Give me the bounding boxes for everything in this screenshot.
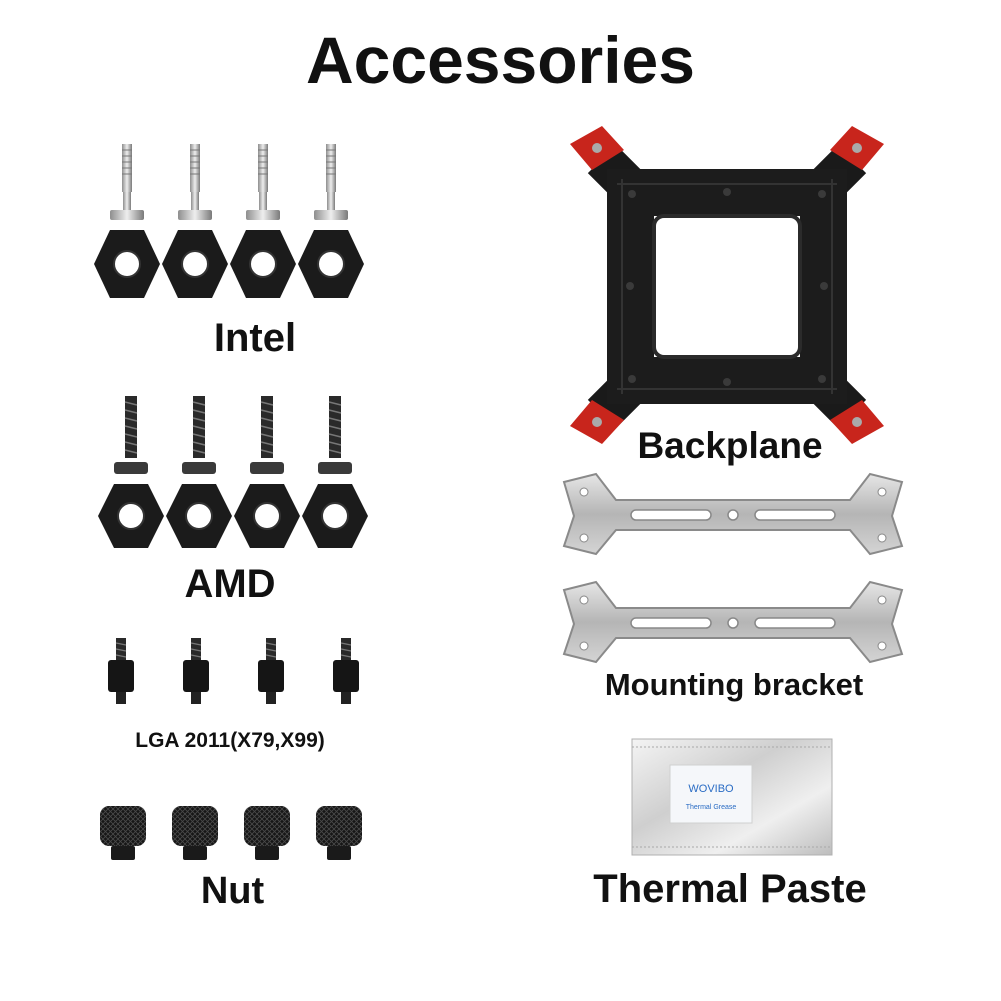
mounting-bracket-image [562,472,904,663]
knurled-nuts-image [100,806,362,860]
intel-screws-image [94,143,365,299]
intel-label: Intel [213,316,297,360]
packet-brand-text: WOVIBO [688,783,734,795]
mounting-bracket-label: Mounting bracket [604,667,864,702]
lga2011-label: LGA 2011(X79,X99) [135,729,325,752]
nut-label: Nut [200,870,265,912]
backplane-label: Backplane [637,425,823,466]
amd-label: AMD [184,562,276,606]
thermal-paste-packet-image: WOVIBO Thermal Grease [631,738,833,856]
backplane-image [570,126,884,444]
amd-screws-image [98,395,369,549]
page-title: Accessories [306,23,695,97]
thermal-paste-label: Thermal Paste [593,867,867,911]
lga2011-standoffs-image [108,637,360,705]
packet-product-text: Thermal Grease [686,804,737,811]
